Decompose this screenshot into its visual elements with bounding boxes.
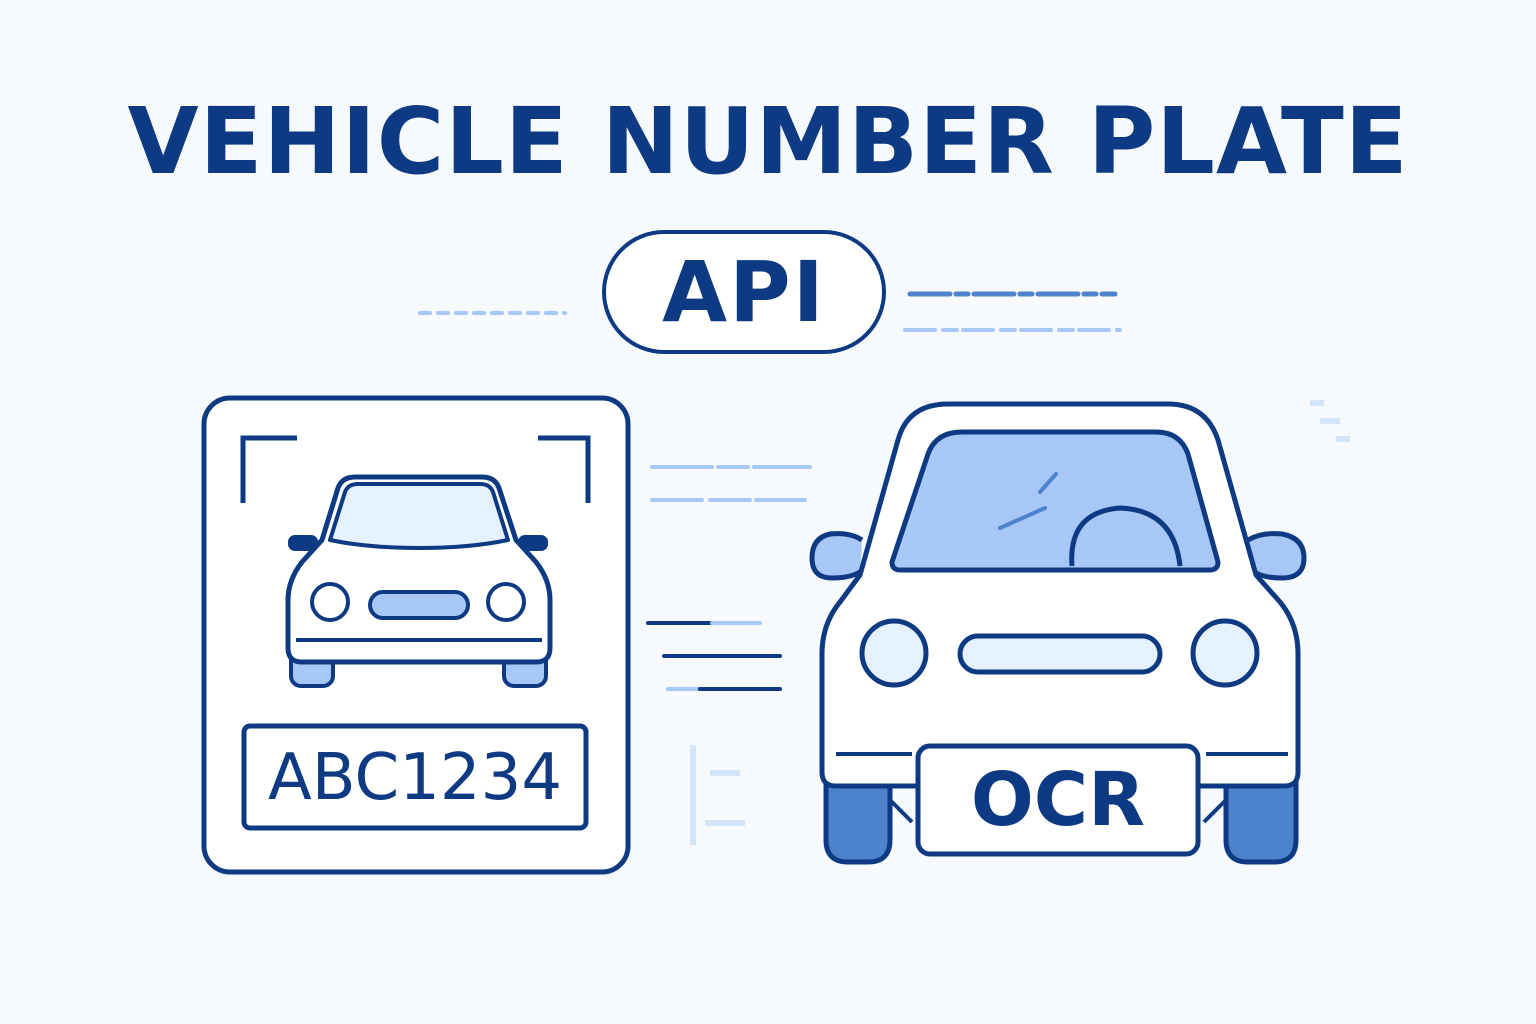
- car-front-icon-small: [285, 474, 553, 688]
- ocr-plate-text: OCR: [970, 757, 1146, 843]
- license-plate-frame: [915, 743, 1201, 857]
- headlight-left: [859, 618, 929, 688]
- windshield: [328, 482, 510, 550]
- headlight-right: [486, 582, 526, 622]
- page-title: VEHICLE NUMBER PLATE: [127, 88, 1409, 195]
- windshield-reflection: [998, 506, 1047, 530]
- headlight-right: [1190, 618, 1260, 688]
- sparkle: [705, 820, 745, 826]
- sparkle-marks: [690, 400, 1350, 845]
- scan-corner-top-left: [240, 435, 297, 503]
- api-speed-lines: [418, 291, 1122, 332]
- sparkle: [1310, 400, 1324, 406]
- headlight-left: [310, 582, 350, 622]
- wheel-left: [823, 767, 893, 865]
- scan-corner-top-right: [538, 435, 591, 503]
- mirror-left: [809, 531, 864, 581]
- plate-bracket-left: [888, 798, 914, 824]
- plate-number-text: ABC1234: [267, 741, 563, 815]
- sparkle: [710, 770, 740, 776]
- api-badge: API: [602, 230, 886, 354]
- mirror-right: [1246, 531, 1307, 581]
- grille: [957, 633, 1163, 675]
- motion-lines: [646, 465, 812, 691]
- car-front-icon-large: [809, 401, 1307, 865]
- wheel-right: [1223, 767, 1299, 865]
- license-plate-frame: [241, 723, 589, 831]
- mirror-left: [288, 535, 318, 551]
- scan-card: [201, 395, 631, 875]
- api-badge-label: API: [662, 243, 826, 341]
- grille: [368, 590, 470, 620]
- windshield-reflection: [1038, 472, 1058, 494]
- plate-bracket-right: [1202, 798, 1228, 824]
- sparkle: [1320, 418, 1340, 424]
- seat-headrest: [1069, 505, 1183, 567]
- sparkle: [1336, 436, 1350, 442]
- sparkle: [690, 745, 696, 845]
